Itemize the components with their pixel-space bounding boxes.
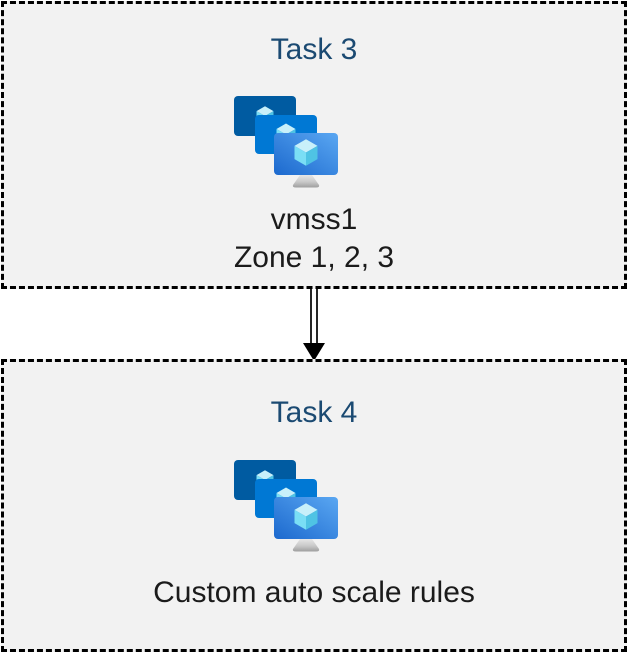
vmss-icon xyxy=(234,96,338,188)
vmss-name-label: vmss1 xyxy=(270,203,358,236)
task3-box: Task 3 vmss1 Zone 1, 2, 3 xyxy=(1,1,627,289)
autoscale-rules-label: Custom auto scale rules xyxy=(153,576,475,609)
vmss-icon xyxy=(234,460,338,552)
down-arrow-connector xyxy=(303,288,325,361)
task3-title: Task 3 xyxy=(270,33,358,66)
zone-label: Zone 1, 2, 3 xyxy=(233,241,395,274)
task4-title: Task 4 xyxy=(270,396,358,429)
task4-box: Task 4 Custom auto scale rules xyxy=(1,359,627,652)
